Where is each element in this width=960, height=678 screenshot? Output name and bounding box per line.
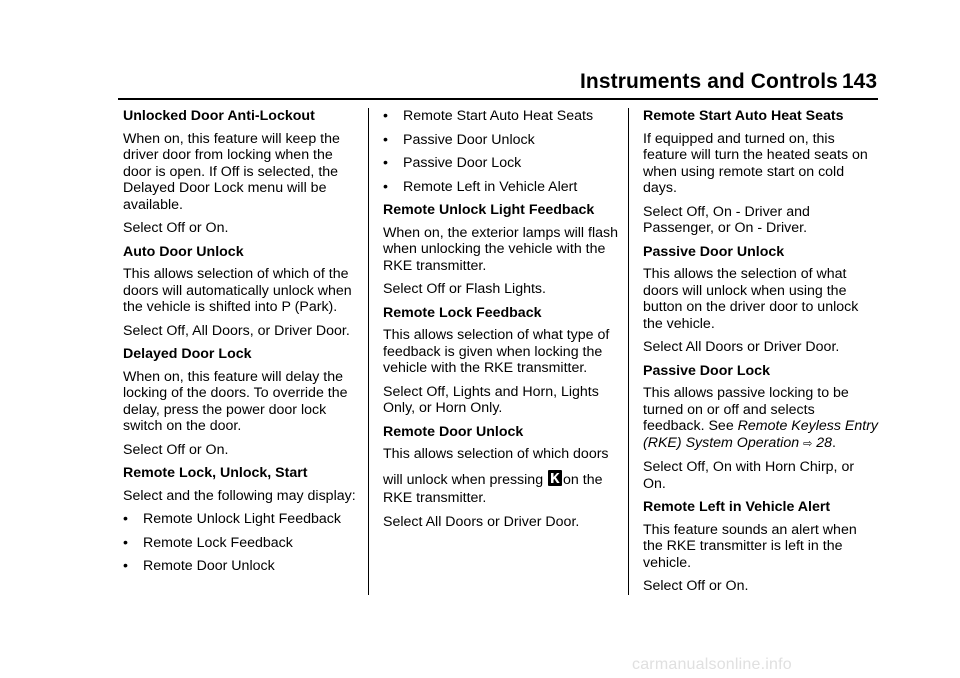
heading-passive-door-lock: Passive Door Lock xyxy=(643,362,770,379)
paragraph-plock-select: Select Off, On with Horn Chirp, or On. xyxy=(643,459,855,492)
paragraph-delayed: When on, this feature will delay the loc… xyxy=(123,368,348,435)
list-item: • Passive Door Lock xyxy=(383,155,619,172)
list-item-text: Remote Lock Feedback xyxy=(143,534,293,551)
heading-remote-unlock-light-feedback: Remote Unlock Light Feedback xyxy=(383,202,595,218)
list-item: • Remote Door Unlock xyxy=(123,558,359,575)
list-item-text: Remote Door Unlock xyxy=(143,558,275,574)
paragraph-door-line1: This allows selection of which doors xyxy=(383,446,609,462)
cross-reference-page[interactable]: 28 xyxy=(816,434,833,451)
column-2: • Remote Start Auto Heat Seats • Passive D… xyxy=(383,108,619,537)
heading-remote-lock-feedback: Remote Lock Feedback xyxy=(383,304,542,321)
paragraph-lockfb-select: Select Off, Lights and Horn, Lights Only… xyxy=(383,383,599,417)
paragraph-unlocked: When on, this feature will keep the driv… xyxy=(123,130,340,213)
paragraph-auto-select: Select Off, All Doors, or Driver Door. xyxy=(123,322,350,339)
column-1: Unlocked Door Anti-Lockout When on, this… xyxy=(123,108,359,582)
unlock-key-icon xyxy=(548,469,563,491)
paragraph-auto: This allows selection of which of the do… xyxy=(123,266,352,315)
list-item-text: Passive Door Lock xyxy=(403,155,522,171)
paragraph-unlocked-select: Select Off or On. xyxy=(123,220,229,236)
paragraph-heat-select: Select Off, On - Driver and Passenger, o… xyxy=(643,203,810,237)
paragraph-door-end: RKE transmitter. xyxy=(383,490,487,506)
paragraph-remote: Select and the following may display: xyxy=(123,487,356,504)
column-3: Remote Start Auto Heat Seats If equipped… xyxy=(643,108,879,602)
paragraph-door-unlock: This allows selection of which doors wil… xyxy=(383,446,619,507)
paragraph-door-select: Select All Doors or Driver Door. xyxy=(383,513,580,530)
heading-remote-door-unlock: Remote Door Unlock xyxy=(383,423,524,440)
paragraph-punlock-select: Select All Doors or Driver Door. xyxy=(643,339,840,355)
column-divider-2 xyxy=(628,108,629,595)
paragraph-door-pre: will unlock when pressing xyxy=(383,471,544,488)
page-ref-arrow-icon: ⇨ xyxy=(803,437,813,450)
paragraph-plock-end: . xyxy=(832,434,836,451)
paragraph-alert: This feature sounds an alert when the RK… xyxy=(643,521,857,571)
paragraph-alert-select: Select Off or On. xyxy=(643,578,749,594)
paragraph-lockfb: This allows selection of what type of fe… xyxy=(383,327,610,376)
paragraph-light-select: Select Off or Flash Lights. xyxy=(383,281,546,297)
list-item-text: Remote Unlock Light Feedback xyxy=(143,511,341,527)
paragraph-plock-pre: This allows passive locking to be turned… xyxy=(643,385,849,434)
paragraph-door-post: on the xyxy=(563,471,603,488)
bullet-glyph: • xyxy=(383,108,388,124)
list-item: • Remote Lock Feedback xyxy=(123,535,359,552)
heading-auto-door-unlock: Auto Door Unlock xyxy=(123,243,244,260)
column-divider-1 xyxy=(368,108,369,595)
bullet-glyph: • xyxy=(123,534,128,551)
paragraph-light: When on, the exterior lamps will flash w… xyxy=(383,224,618,274)
section-title: Instruments and Controls xyxy=(580,70,838,93)
cross-reference-link[interactable]: Remote Keyless Entry (RKE) System Operat… xyxy=(643,418,879,451)
list-item: • Remote Start Auto Heat Seats xyxy=(383,108,619,125)
paragraph-punlock: This allows the selection of what doors … xyxy=(643,266,859,332)
paragraph-heat: If equipped and turned on, this feature … xyxy=(643,130,868,197)
heading-delayed-door-lock: Delayed Door Lock xyxy=(123,346,252,362)
heading-remote-lock-unlock-start: Remote Lock, Unlock, Start xyxy=(123,465,308,481)
heading-unlocked-door-anti-lockout: Unlocked Door Anti-Lockout xyxy=(123,108,315,124)
footer-watermark: carmanualsonline.info xyxy=(632,656,792,673)
page-header: Instruments and Controls 143 xyxy=(0,70,960,100)
page-number: 143 xyxy=(842,70,878,93)
list-item: • Passive Door Unlock xyxy=(383,132,619,149)
list-item: • Remote Unlock Light Feedback xyxy=(123,511,359,528)
list-item-text: Remote Left in Vehicle Alert xyxy=(403,178,578,195)
paragraph-plock: This allows passive locking to be turned… xyxy=(643,385,879,452)
bullet-glyph: • xyxy=(123,511,128,527)
list-item-text: Remote Start Auto Heat Seats xyxy=(403,108,594,124)
bullet-glyph: • xyxy=(383,178,388,195)
heading-remote-left-in-vehicle-alert: Remote Left in Vehicle Alert xyxy=(643,499,831,515)
heading-remote-start-auto-heat-seats: Remote Start Auto Heat Seats xyxy=(643,108,844,124)
bullet-glyph: • xyxy=(123,558,128,574)
bullet-glyph: • xyxy=(383,155,388,171)
paragraph-door-line2: will unlock when pressing on the xyxy=(383,469,603,491)
list-item: • Remote Left in Vehicle Alert xyxy=(383,179,619,196)
list-item-text: Passive Door Unlock xyxy=(403,131,535,148)
header-rule xyxy=(118,98,878,100)
paragraph-delayed-select: Select Off or On. xyxy=(123,441,229,458)
heading-passive-door-unlock: Passive Door Unlock xyxy=(643,243,785,260)
bullet-glyph: • xyxy=(383,131,388,148)
